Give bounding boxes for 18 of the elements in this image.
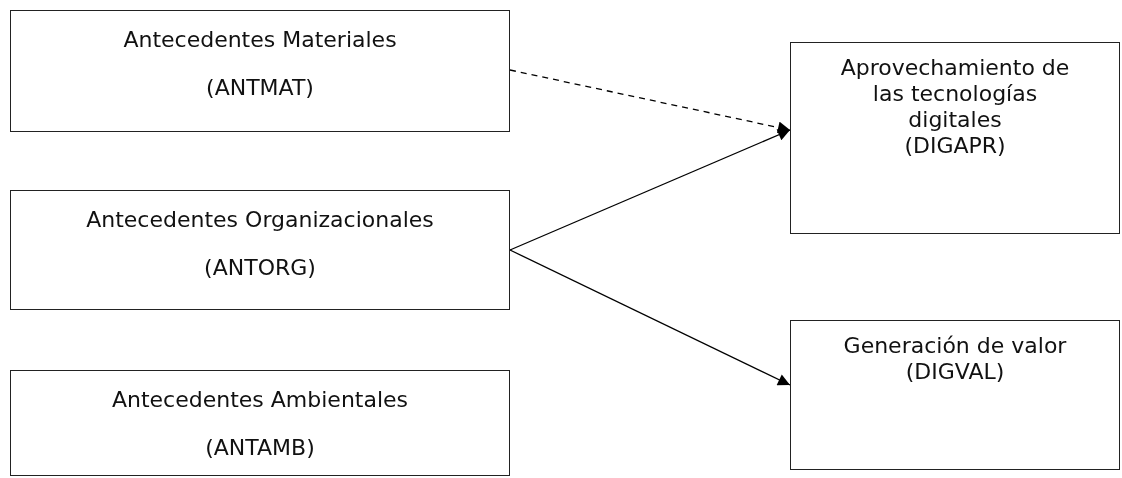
- box-label: (DIGAPR): [903, 133, 1007, 159]
- box-label: Antecedentes Organizacionales: [86, 207, 434, 233]
- process-box: [10, 190, 510, 310]
- box-label: (ANTAMB): [205, 435, 315, 461]
- arrow: [509, 129, 791, 251]
- process-box: [10, 10, 510, 132]
- box-label: Generación de valor: [842, 333, 1068, 359]
- box-label: Antecedentes Ambientales: [111, 387, 409, 413]
- arrow: [509, 249, 791, 386]
- arrow: [509, 69, 791, 134]
- box-label: (ANTORG): [204, 255, 316, 281]
- box-label: (DIGVAL): [904, 359, 1006, 385]
- process-box: [790, 42, 1120, 234]
- box-label: Antecedentes Materiales: [123, 27, 397, 53]
- process-box: [10, 370, 510, 476]
- box-label: Aprovechamiento de las tecnologías digitales: [839, 55, 1071, 133]
- process-box: [790, 320, 1120, 470]
- box-label: (ANTMAT): [206, 75, 314, 101]
